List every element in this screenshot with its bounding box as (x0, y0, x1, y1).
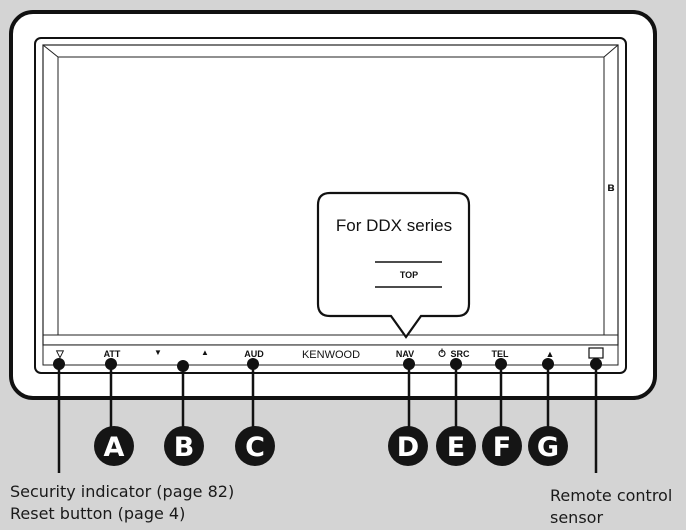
callout-bubble (316, 191, 471, 339)
nav-label: NAV (396, 349, 414, 359)
tel-label: TEL (492, 349, 510, 359)
att-label: ATT (104, 349, 121, 359)
security-indicator-glyph: ▽ (55, 349, 64, 360)
marker-b-letter: B (174, 432, 195, 463)
remote-sensor-caption-line2: sensor (550, 508, 604, 527)
marker-a-letter: A (104, 432, 125, 463)
dot-d (403, 358, 415, 370)
bluetooth-icon: ʙ (607, 180, 614, 194)
screen-bevel-top (42, 44, 619, 58)
marker-g: G (528, 426, 568, 466)
security-indicator-caption: Security indicator (page 82) (10, 482, 235, 501)
callout-title: For DDX series (336, 216, 452, 235)
dot-security (53, 358, 65, 370)
up-arrow-icon: ▲ (201, 348, 209, 357)
marker-d-letter: D (397, 432, 419, 463)
remote-sensor-window (588, 347, 604, 359)
marker-f-letter: F (493, 432, 511, 463)
dot-c (247, 358, 259, 370)
marker-c-letter: C (245, 432, 265, 463)
marker-b: B (164, 426, 204, 466)
marker-f: F (482, 426, 522, 466)
dot-a (105, 358, 117, 370)
dot-remote (590, 358, 602, 370)
down-arrow-icon: ▼ (154, 348, 162, 357)
marker-a: A (94, 426, 134, 466)
remote-sensor-caption-line1: Remote control (550, 486, 673, 505)
button-strip (42, 344, 619, 366)
marker-e: E (436, 426, 476, 466)
marker-e-letter: E (447, 432, 465, 463)
aud-label: AUD (244, 349, 264, 359)
callout-top-button-label: TOP (400, 270, 418, 280)
eject-icon: ▲ (546, 349, 555, 359)
dot-g (542, 358, 554, 370)
dot-f (495, 358, 507, 370)
dot-e (450, 358, 462, 370)
marker-d: D (388, 426, 428, 466)
marker-c: C (235, 426, 275, 466)
src-label: SRC (450, 349, 470, 359)
marker-g-letter: G (537, 432, 559, 463)
kenwood-logo: KENWOOD (302, 349, 360, 361)
dot-b (177, 360, 189, 372)
reset-button-caption: Reset button (page 4) (10, 504, 186, 523)
